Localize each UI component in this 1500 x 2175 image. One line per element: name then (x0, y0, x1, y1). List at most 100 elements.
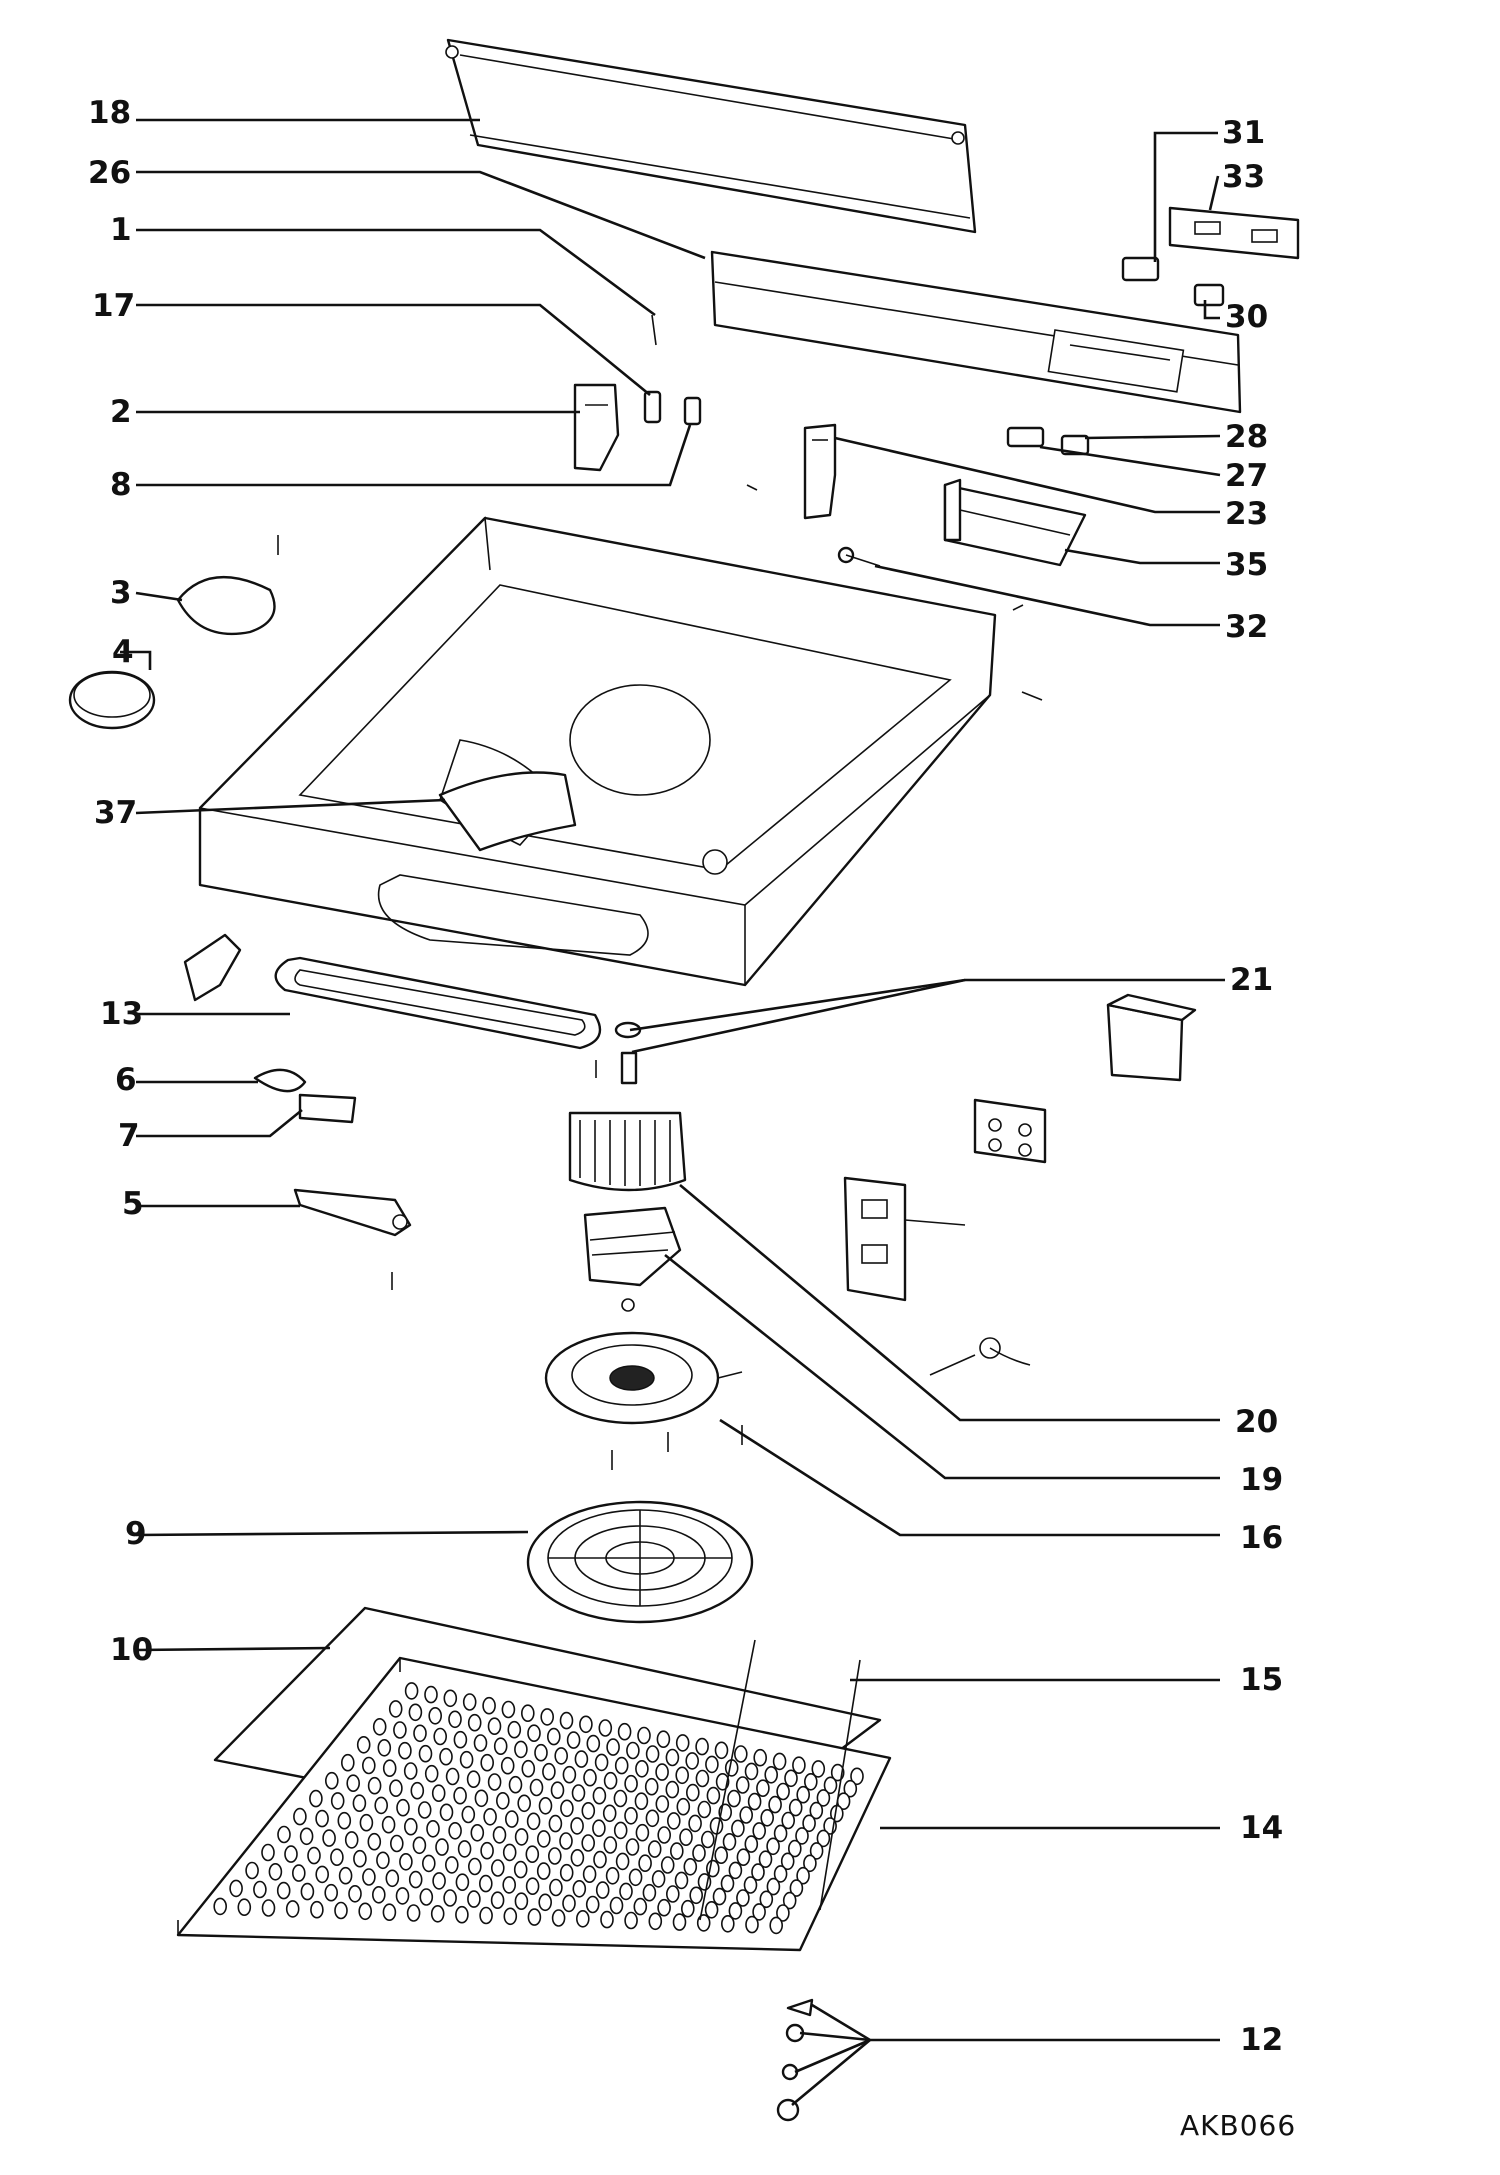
part-button-27 (1006, 426, 1045, 448)
perforation-hole (695, 1769, 710, 1788)
callout-14: 14 (1240, 1810, 1283, 1846)
perforation-hole (758, 1850, 773, 1868)
perforation-hole (453, 1730, 468, 1749)
perforation-hole (237, 1898, 252, 1916)
perforation-hole (457, 1840, 472, 1858)
perforation-hole (595, 1881, 610, 1899)
perforation-hole (448, 1710, 462, 1729)
perforation-hole (759, 1890, 774, 1909)
part-switch-31 (1121, 256, 1160, 282)
perforation-hole (353, 1849, 367, 1868)
perforation-hole (624, 1911, 638, 1930)
perforation-hole (709, 1817, 724, 1835)
perforation-holes (213, 1682, 864, 1935)
perforation-hole (609, 1896, 624, 1915)
perforation-hole (706, 1786, 721, 1805)
perforation-hole (581, 1802, 596, 1820)
part-duct-flap (438, 771, 577, 852)
perforation-hole (633, 1897, 648, 1916)
perforation-hole (310, 1900, 324, 1919)
perforation-hole (744, 1835, 759, 1853)
perforation-hole (571, 1784, 586, 1802)
perforation-hole (389, 1834, 404, 1853)
perforation-hole (700, 1830, 715, 1849)
perforation-hole (548, 1814, 563, 1833)
perforation-hole (559, 1711, 574, 1730)
callout-13: 13 (100, 996, 143, 1032)
part-front-trim-panel (445, 38, 977, 234)
perforation-hole (521, 1759, 536, 1778)
perforation-hole (773, 1865, 788, 1883)
perforation-hole (680, 1899, 695, 1918)
perforation-hole (811, 1760, 826, 1778)
perforation-hole (624, 1774, 638, 1793)
perforation-hole (728, 1861, 743, 1880)
perforation-hole (492, 1826, 507, 1844)
perforation-hole (695, 1737, 709, 1756)
perforation-hole (315, 1865, 330, 1884)
callout-23: 23 (1225, 496, 1268, 532)
perforation-hole (843, 1779, 858, 1798)
perforation-hole (470, 1824, 485, 1842)
perforation-hole (277, 1825, 291, 1844)
perforation-hole (747, 1792, 762, 1811)
perforation-hole (293, 1807, 307, 1826)
perforation-hole (455, 1905, 469, 1924)
perforation-hole (352, 1794, 367, 1812)
perforation-hole (560, 1799, 574, 1818)
perforation-hole (432, 1872, 446, 1890)
perforation-hole (525, 1845, 540, 1863)
perforation-hole (645, 1809, 660, 1828)
perforation-hole (592, 1786, 607, 1805)
perforation-hole (665, 1780, 680, 1799)
perforation-hole (430, 1905, 445, 1923)
perforation-hole (403, 1762, 418, 1780)
perforation-hole (744, 1762, 759, 1781)
part-clip-8 (683, 396, 702, 426)
perforation-hole (376, 1851, 390, 1870)
perforation-hole (547, 1847, 562, 1865)
perforation-hole (490, 1859, 505, 1877)
perforation-hole (334, 1901, 348, 1920)
perforation-hole (768, 1795, 782, 1814)
perforation-hole (389, 1779, 403, 1797)
perforation-hole (575, 1910, 590, 1928)
perforation-hole (546, 1727, 561, 1746)
perforation-hole (566, 1731, 581, 1749)
perforation-hole (500, 1756, 515, 1775)
part-capacitor (1106, 993, 1197, 1082)
perforation-hole (660, 1856, 675, 1874)
perforation-hole (736, 1889, 750, 1907)
diagram-reference-code: AKB066 (1180, 2109, 1296, 2142)
perforation-hole (504, 1810, 519, 1828)
callout-32: 32 (1225, 609, 1268, 645)
part-bulb (253, 1068, 307, 1093)
perforation-hole (501, 1700, 516, 1719)
perforation-hole (572, 1880, 587, 1898)
perforation-hole (395, 1887, 410, 1905)
perforation-hole (809, 1842, 824, 1860)
perforation-hole (635, 1823, 650, 1842)
perforation-hole (648, 1912, 663, 1931)
part-lamp-holder (293, 1188, 412, 1237)
callout-18: 18 (88, 95, 131, 131)
perforation-hole (542, 1762, 556, 1781)
perforation-hole (705, 1755, 719, 1774)
perforation-hole (338, 1866, 353, 1885)
perforation-hole (344, 1831, 359, 1849)
perforation-hole (426, 1820, 440, 1838)
perforation-hole (356, 1736, 371, 1754)
perforation-hole (479, 1906, 493, 1925)
callout-21: 21 (1230, 962, 1273, 998)
perforation-hole (424, 1685, 438, 1704)
perforation-hole (766, 1877, 781, 1896)
perforation-hole (382, 1759, 397, 1777)
perforation-hole (367, 1776, 382, 1795)
perforation-hole (503, 1907, 518, 1926)
part-motor (583, 1206, 682, 1312)
perforation-hole (792, 1756, 806, 1774)
perforation-hole (666, 1812, 681, 1830)
perforation-hole (445, 1767, 460, 1786)
perforation-hole (431, 1784, 446, 1802)
